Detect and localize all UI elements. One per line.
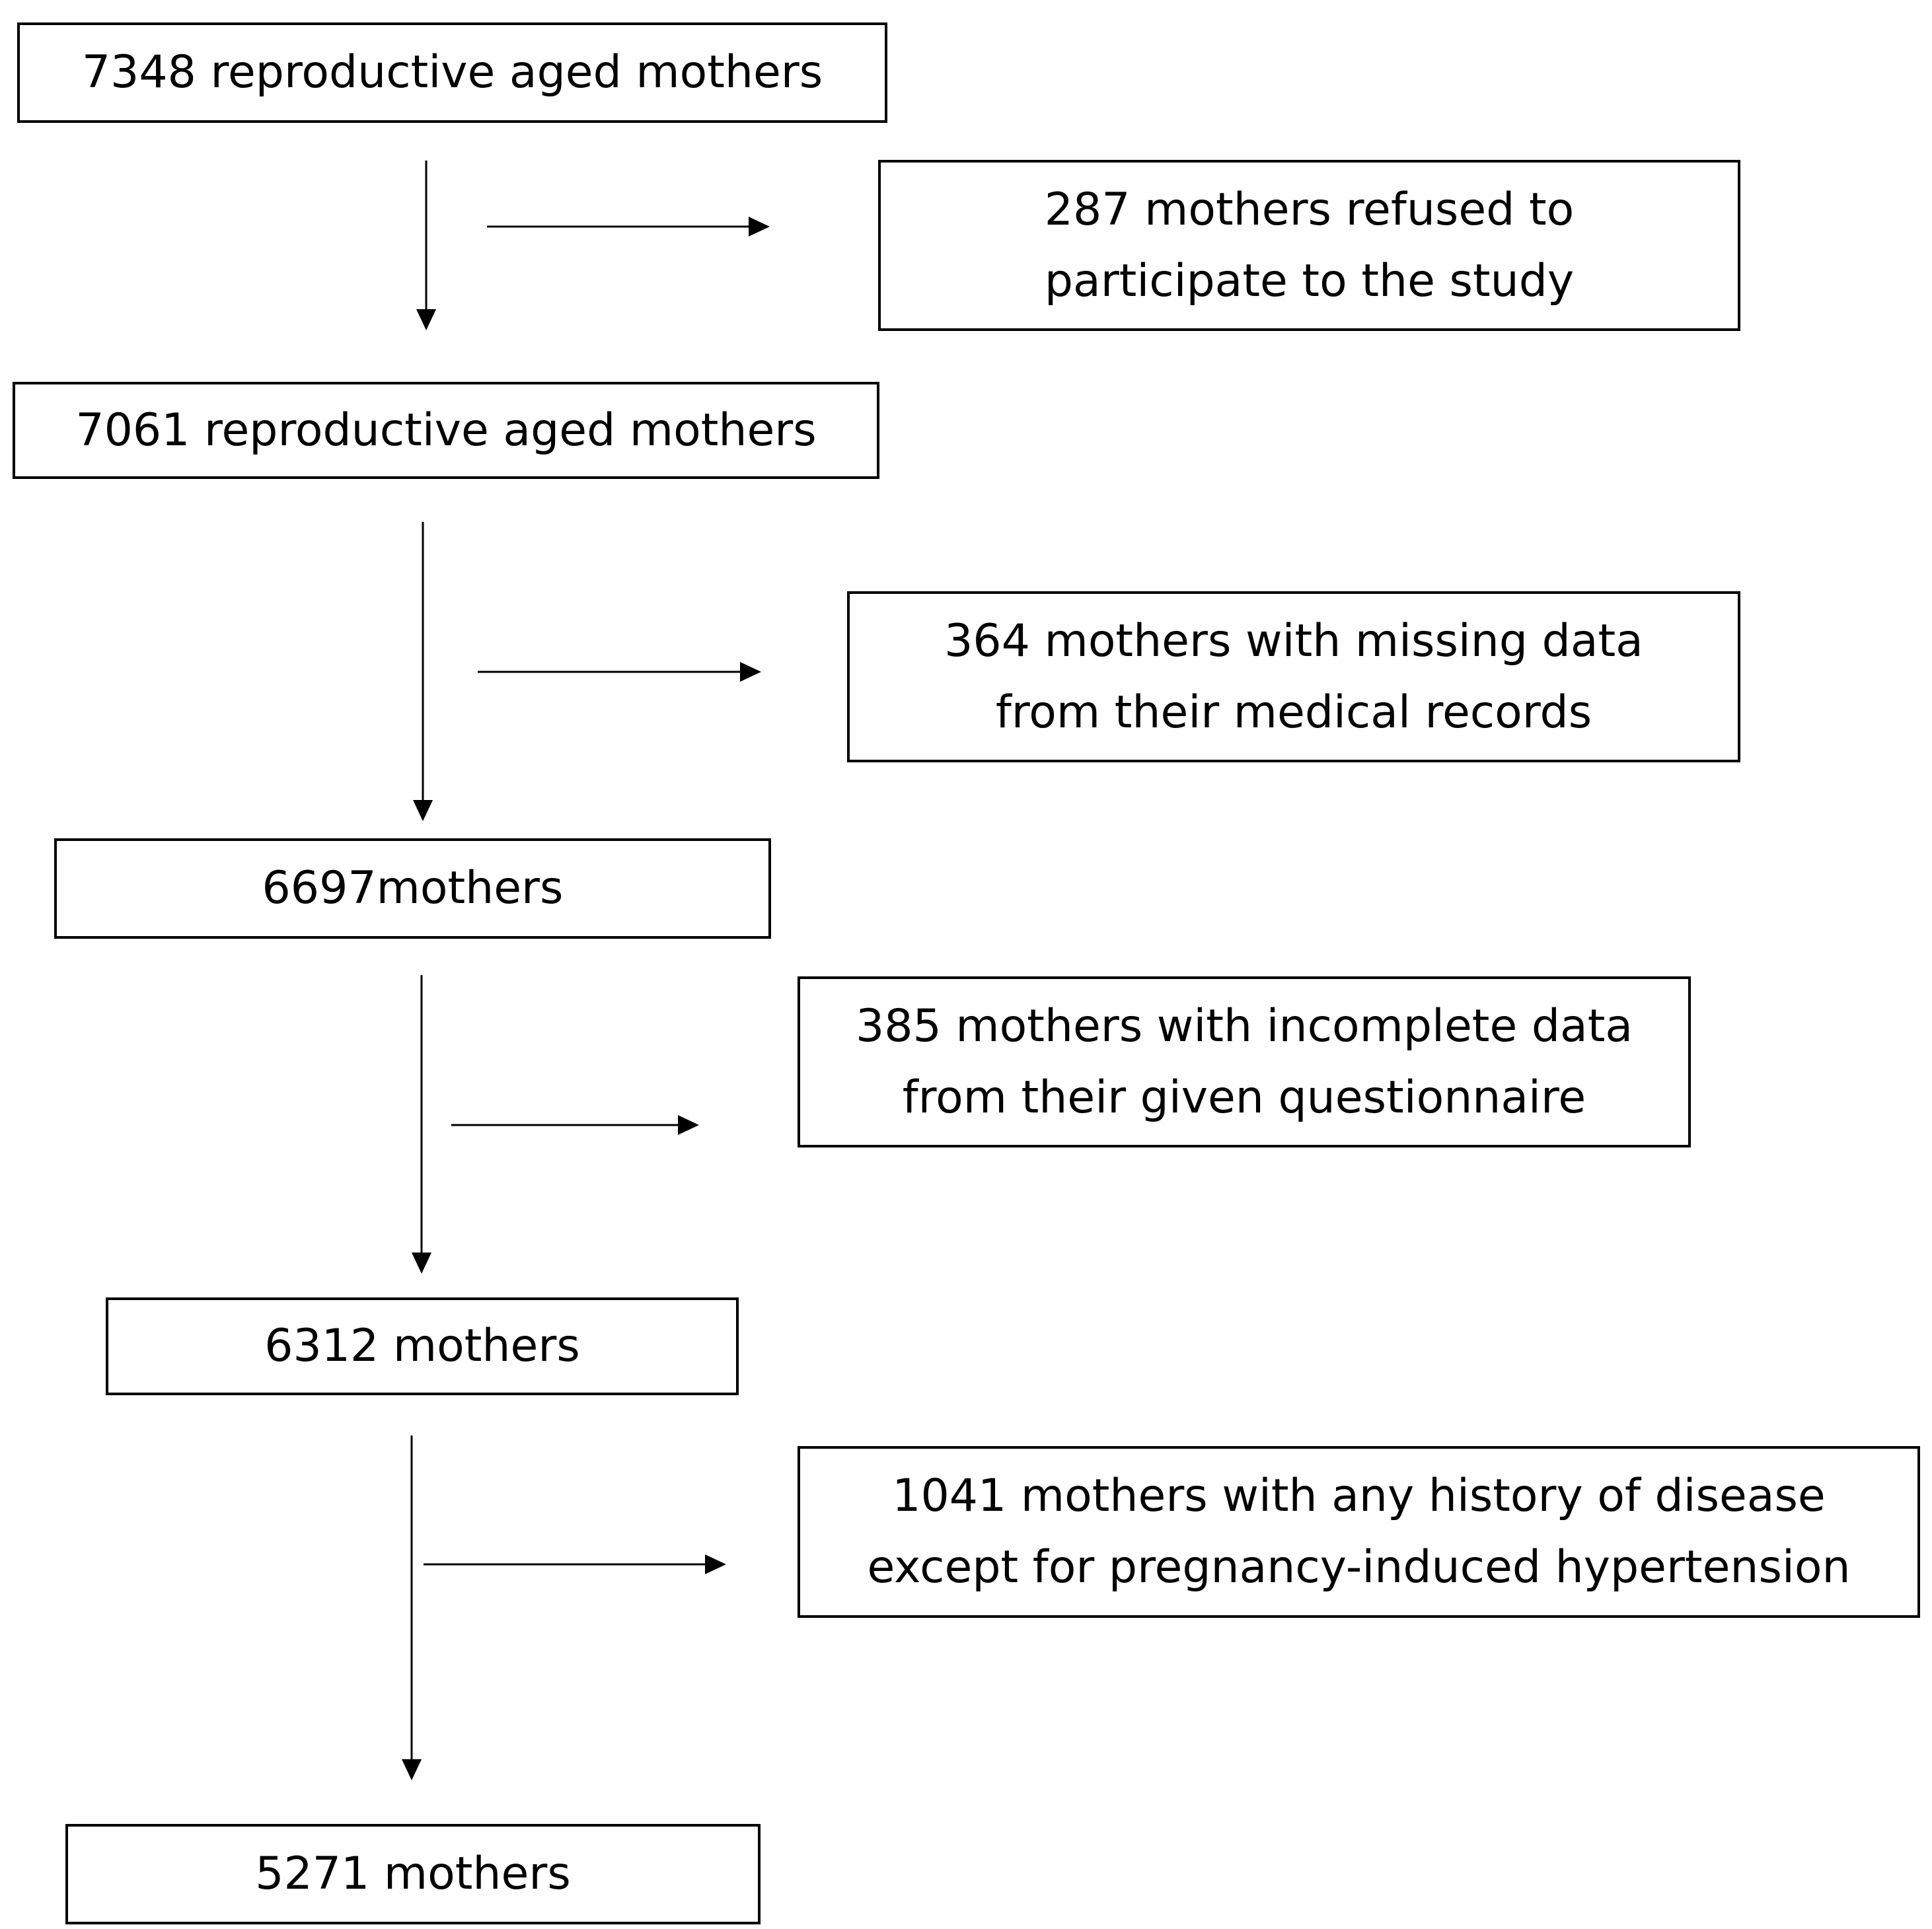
side-arrowhead-2 [740, 662, 761, 682]
exclusion-box-incomplete-questionnaire: 385 mothers with incomplete data from th… [798, 976, 1691, 1147]
stage-box-7348: 7348 reproductive aged mothers [17, 22, 887, 123]
exclusion-refused-line2: participate to the study [1044, 254, 1575, 307]
side-arrowhead-1 [749, 217, 770, 237]
down-arrowhead-1 [416, 309, 436, 330]
exclusion-box-missing-records: 364 mothers with missing data from their… [847, 591, 1740, 762]
stage-box-5271: 5271 mothers [65, 1824, 761, 1924]
stage-label-7061: 7061 reproductive aged mothers [75, 404, 817, 456]
exclusion-missing-line2: from their medical records [995, 686, 1592, 739]
side-arrowhead-3 [678, 1115, 699, 1135]
stage-box-7061: 7061 reproductive aged mothers [13, 382, 879, 479]
stage-label-6697: 6697mothers [262, 862, 564, 914]
exclusion-disease-line1: 1041 mothers with any history of disease [892, 1470, 1826, 1522]
stage-label-6312: 6312 mothers [264, 1320, 580, 1372]
down-arrowhead-4 [402, 1759, 422, 1780]
side-arrowhead-4 [705, 1554, 726, 1574]
down-arrowhead-3 [412, 1253, 431, 1274]
down-arrowhead-2 [413, 800, 433, 821]
stage-label-5271: 5271 mothers [255, 1848, 571, 1900]
stage-box-6312: 6312 mothers [106, 1297, 739, 1395]
exclusion-box-disease-history: 1041 mothers with any history of disease… [798, 1446, 1920, 1618]
exclusion-refused-line1: 287 mothers refused to [1044, 183, 1575, 236]
exclusion-incomplete-line1: 385 mothers with incomplete data [855, 1000, 1633, 1052]
exclusion-missing-line1: 364 mothers with missing data [944, 614, 1643, 667]
exclusion-disease-line2: except for pregnancy-induced hypertensio… [867, 1541, 1851, 1593]
exclusion-box-refused: 287 mothers refused to participate to th… [878, 160, 1740, 331]
exclusion-incomplete-line2: from their given questionnaire [902, 1071, 1586, 1124]
stage-label-7348: 7348 reproductive aged mothers [81, 46, 823, 98]
stage-box-6697: 6697mothers [54, 838, 771, 939]
